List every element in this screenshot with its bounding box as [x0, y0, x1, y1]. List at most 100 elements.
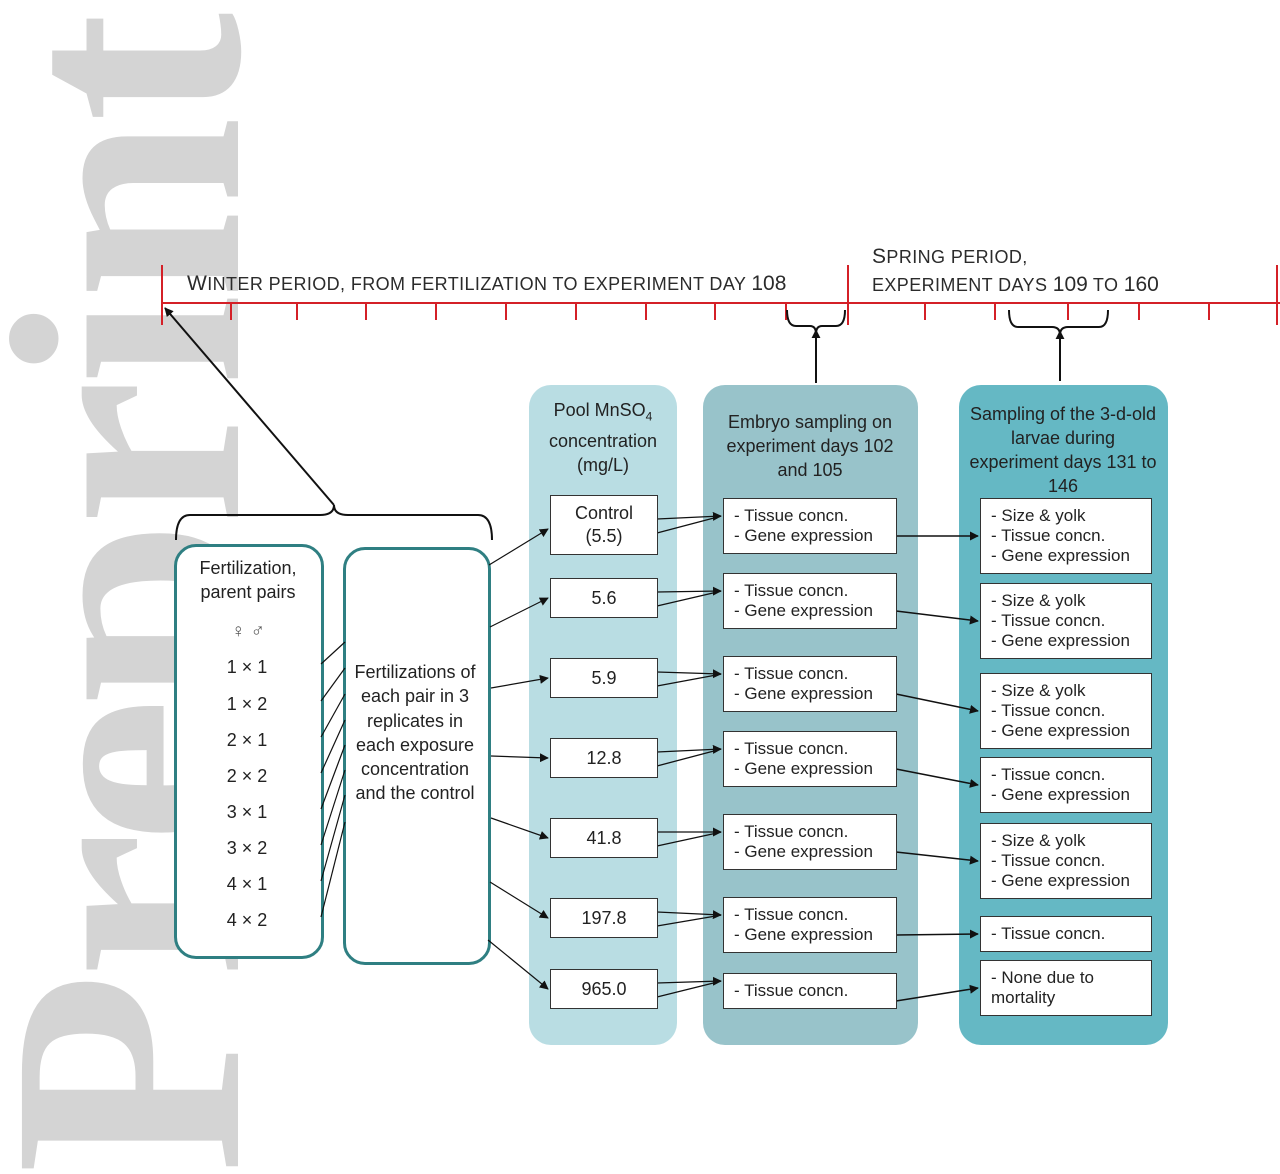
pool-to-embryo-arrow — [656, 673, 722, 687]
parent-pair-label: 4 × 1 — [226, 874, 268, 894]
sample-item-text: - Gene expression — [734, 842, 873, 861]
sample-item-text: - Tissue concn. — [991, 924, 1106, 943]
sample-item-text: - Tissue concn. — [734, 581, 849, 600]
sample-item-text: - Gene expression — [991, 785, 1130, 804]
pair-to-replicate-line — [320, 769, 346, 846]
replicate-to-pool-arrow — [489, 597, 549, 628]
larvae-sampling-box: - Size & yolk- Tissue concn.- Gene expre… — [980, 823, 1152, 899]
fertilization-brace — [175, 504, 493, 541]
sample-item-text: - Gene expression — [734, 684, 873, 703]
sample-item-text: - Size & yolk — [991, 591, 1086, 610]
winter-period-label: WINTER PERIOD, FROM FERTILIZATION TO EXP… — [187, 272, 787, 295]
pool-to-embryo-arrow — [656, 748, 722, 767]
embryo-to-larvae-arrow — [895, 929, 979, 939]
flow-arrows — [164, 307, 1109, 1002]
parent-pair-label: 2 × 1 — [226, 730, 268, 750]
replicate-to-pool-arrow — [487, 939, 549, 990]
pool-concentration-box: Control (5.5) — [550, 495, 658, 555]
spring-period-label: SPRING PERIOD, — [872, 245, 1028, 268]
pool-concentration-box: 12.8 — [550, 738, 658, 778]
sample-item-text: - Tissue concn. — [991, 765, 1106, 784]
pair-to-replicate-line — [320, 693, 346, 738]
sample-item-text: - Gene expression — [991, 721, 1130, 740]
pair-to-replicate-line — [320, 744, 346, 810]
sample-item-text: - Gene expression — [734, 601, 873, 620]
embryo-to-larvae-arrow — [895, 851, 979, 865]
timeline-axis — [161, 265, 1280, 325]
sample-item-text: - None due to — [991, 968, 1095, 987]
replicates-text: Fertilizations of each pair in 3 replica… — [354, 662, 476, 804]
pool-to-embryo-arrow — [656, 511, 722, 521]
sample-item-text: - Tissue concn. — [734, 981, 849, 1000]
pool-header: Pool MnSO4 concentration (mg/L) — [548, 400, 658, 475]
embryo-to-larvae-arrow — [895, 768, 979, 788]
parent-pair-label: 4 × 2 — [226, 910, 268, 930]
embryo-sampling-box: - Tissue concn.- Gene expression — [723, 656, 897, 712]
embryo-sampling-box: - Tissue concn.- Gene expression — [723, 814, 897, 870]
parent-pair-label: 3 × 2 — [226, 838, 268, 858]
spring-days-label: EXPERIMENT DAYS 109 TO 160 — [872, 273, 1159, 296]
pool-concentration-box: 5.6 — [550, 578, 658, 618]
larvae-sampling-box: - Tissue concn.- Gene expression — [980, 757, 1152, 813]
sample-item-text: - Gene expression — [991, 871, 1130, 890]
pool-to-embryo-arrow — [656, 831, 722, 847]
larvae-sampling-box: - Size & yolk- Tissue concn.- Gene expre… — [980, 583, 1152, 659]
pair-to-replicate-line — [320, 719, 346, 774]
parent-pair-label: 1 × 1 — [226, 657, 268, 677]
sample-item-text: - Tissue concn. — [734, 905, 849, 924]
replicate-to-pool-arrow — [488, 528, 549, 566]
fertilization-to-timeline-arrow — [164, 307, 335, 506]
pool-concentration-box: 41.8 — [550, 818, 658, 858]
sample-item-text: - Tissue concn. — [991, 611, 1106, 630]
larvae-days-bracket — [1008, 309, 1109, 336]
diagram-connectors — [161, 265, 1280, 1002]
sample-item-text: mortality — [991, 988, 1056, 1007]
embryo-to-larvae-arrow — [895, 984, 979, 1002]
sample-item-text: - Tissue concn. — [734, 506, 849, 525]
pair-to-replicate-line — [320, 821, 346, 918]
sample-item-text: - Tissue concn. — [991, 526, 1106, 545]
embryo-header: Embryo sampling on experiment days 102 a… — [726, 412, 894, 480]
parent-pair-label: 2 × 2 — [226, 766, 268, 786]
embryo-to-larvae-arrow — [895, 693, 979, 714]
pool-concentration-box: 5.9 — [550, 658, 658, 698]
pool-concentration-box: 965.0 — [550, 969, 658, 1009]
sample-item-text: - Size & yolk — [991, 681, 1086, 700]
sample-item-text: - Tissue concn. — [991, 851, 1106, 870]
larvae-sampling-box: - Size & yolk- Tissue concn.- Gene expre… — [980, 673, 1152, 749]
pool-to-embryo-arrow — [656, 669, 722, 679]
replicates-box — [343, 547, 491, 965]
embryo-sampling-box: - Tissue concn.- Gene expression — [723, 498, 897, 554]
replicate-to-pool-arrow — [490, 753, 549, 763]
sample-item-text: - Size & yolk — [991, 831, 1086, 850]
pair-to-replicate-line — [320, 667, 346, 702]
sample-item-text: - Gene expression — [734, 526, 873, 545]
pool-to-embryo-arrow — [656, 744, 722, 754]
embryo-sampling-box: - Tissue concn.- Gene expression — [723, 573, 897, 629]
pool-to-embryo-arrow — [656, 515, 722, 534]
pool-to-embryo-arrow — [656, 586, 722, 596]
pool-to-embryo-arrow — [656, 980, 722, 998]
sample-item-text: - Gene expression — [991, 546, 1130, 565]
sample-item-text: - Size & yolk — [991, 506, 1086, 525]
pool-to-embryo-arrow — [656, 910, 722, 920]
pool-to-embryo-arrow — [656, 914, 722, 927]
parent-pair-label: 3 × 1 — [226, 802, 268, 822]
sample-item-text: - Tissue concn. — [734, 822, 849, 841]
sample-item-text: - Gene expression — [991, 631, 1130, 650]
sample-item-text: - Tissue concn. — [991, 701, 1106, 720]
embryo-sampling-box: - Tissue concn.- Gene expression — [723, 897, 897, 953]
embryo-sampling-box: - Tissue concn.- Gene expression — [723, 731, 897, 787]
parent-pairs-box — [174, 544, 324, 959]
replicate-to-pool-arrow — [490, 674, 549, 689]
larvae-sampling-box: - Size & yolk- Tissue concn.- Gene expre… — [980, 498, 1152, 574]
sample-item-text: - Tissue concn. — [734, 664, 849, 683]
larvae-sampling-box: - Tissue concn. — [980, 916, 1152, 952]
pair-to-replicate-line — [320, 794, 346, 882]
pool-to-embryo-arrow — [656, 976, 722, 986]
female-male-symbols: ♀ ♂ — [231, 621, 265, 642]
pool-concentration-box: 197.8 — [550, 898, 658, 938]
embryo-to-larvae-arrow — [895, 610, 979, 625]
pair-to-replicate-line — [320, 641, 346, 665]
